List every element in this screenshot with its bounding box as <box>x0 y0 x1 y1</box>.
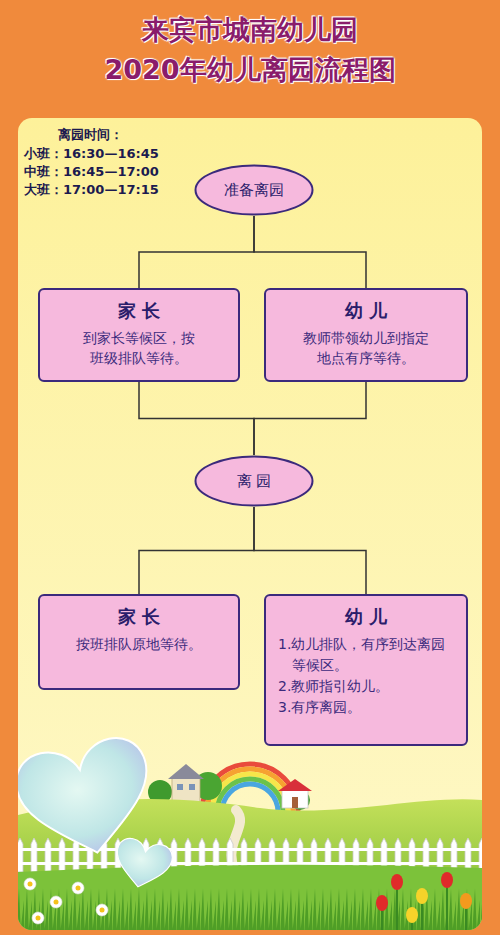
process-box: 家 长到家长等候区，按班级排队等待。 <box>38 288 240 382</box>
grass-blades <box>18 880 482 930</box>
tulip <box>376 895 388 911</box>
daisy-center <box>54 900 59 905</box>
box-heading: 幼 儿 <box>278 298 454 324</box>
connector <box>254 216 366 288</box>
house-window <box>177 784 183 790</box>
scenery <box>18 732 482 930</box>
daisy-center <box>76 886 81 891</box>
box-body: 到家长等候区，按班级排队等待。 <box>83 328 195 368</box>
daisy-center <box>100 908 105 913</box>
daisy <box>24 878 36 890</box>
heart <box>111 836 175 893</box>
foreground-grass <box>18 865 482 930</box>
connector <box>139 216 254 288</box>
house-wall <box>172 778 200 802</box>
house-roof <box>278 779 312 791</box>
tulip <box>416 888 428 904</box>
ellipse-shape <box>196 457 313 506</box>
daisy <box>32 912 44 924</box>
house-wall <box>282 790 308 808</box>
daisy <box>96 904 108 916</box>
step-label: 离 园 <box>237 472 272 491</box>
fence-rail <box>18 862 482 865</box>
process-box: 幼 儿教师带领幼儿到指定地点有序等待。 <box>264 288 468 382</box>
house-window <box>189 784 195 790</box>
tulip <box>391 874 403 890</box>
box-heading: 幼 儿 <box>278 604 454 630</box>
tulip <box>460 893 472 909</box>
house <box>168 764 204 802</box>
house-roof <box>168 764 204 779</box>
box-heading: 家 长 <box>52 298 226 324</box>
connector <box>139 382 254 455</box>
time-label: 中班：16:45—17:00 <box>24 163 159 181</box>
step-ellipse: 离 园 <box>194 455 314 507</box>
daisies <box>24 878 108 924</box>
title: 来宾市城南幼儿园 2020年幼儿离园流程图 <box>85 10 415 90</box>
list-item: 1.幼儿排队，有序到达离园等候区。 <box>278 634 454 676</box>
step-ellipse: 准备离园 <box>194 164 314 216</box>
tulip <box>406 907 418 923</box>
process-box: 家 长按班排队原地等待。 <box>38 594 240 690</box>
box-body: 教师带领幼儿到指定地点有序等待。 <box>303 328 429 368</box>
time-label: 小班：16:30—16:45 <box>24 145 159 163</box>
title-wrap: 来宾市城南幼儿园 2020年幼儿离园流程图 <box>0 10 500 90</box>
connector <box>254 507 366 594</box>
list-item: 3.有序离园。 <box>278 697 454 718</box>
daisy <box>72 882 84 894</box>
step-label: 准备离园 <box>224 181 284 200</box>
daisy-center <box>28 882 33 887</box>
daisy-center <box>36 916 41 921</box>
ellipse-shape <box>196 166 313 215</box>
box-body: 按班排队原地等待。 <box>69 634 209 654</box>
process-box: 幼 儿 1.幼儿排队，有序到达离园等候区。2.教师指引幼儿。3.有序离园。 <box>264 594 468 746</box>
box-heading: 家 长 <box>52 604 226 630</box>
tulips <box>376 872 472 930</box>
house-door <box>292 797 298 808</box>
time-label: 离园时间： <box>58 126 123 144</box>
daisy <box>50 896 62 908</box>
list-item: 2.教师指引幼儿。 <box>278 676 454 697</box>
connector <box>254 382 366 455</box>
tulip <box>441 872 453 888</box>
time-label: 大班：17:00—17:15 <box>24 181 159 199</box>
connector <box>139 507 254 594</box>
house <box>278 779 312 808</box>
